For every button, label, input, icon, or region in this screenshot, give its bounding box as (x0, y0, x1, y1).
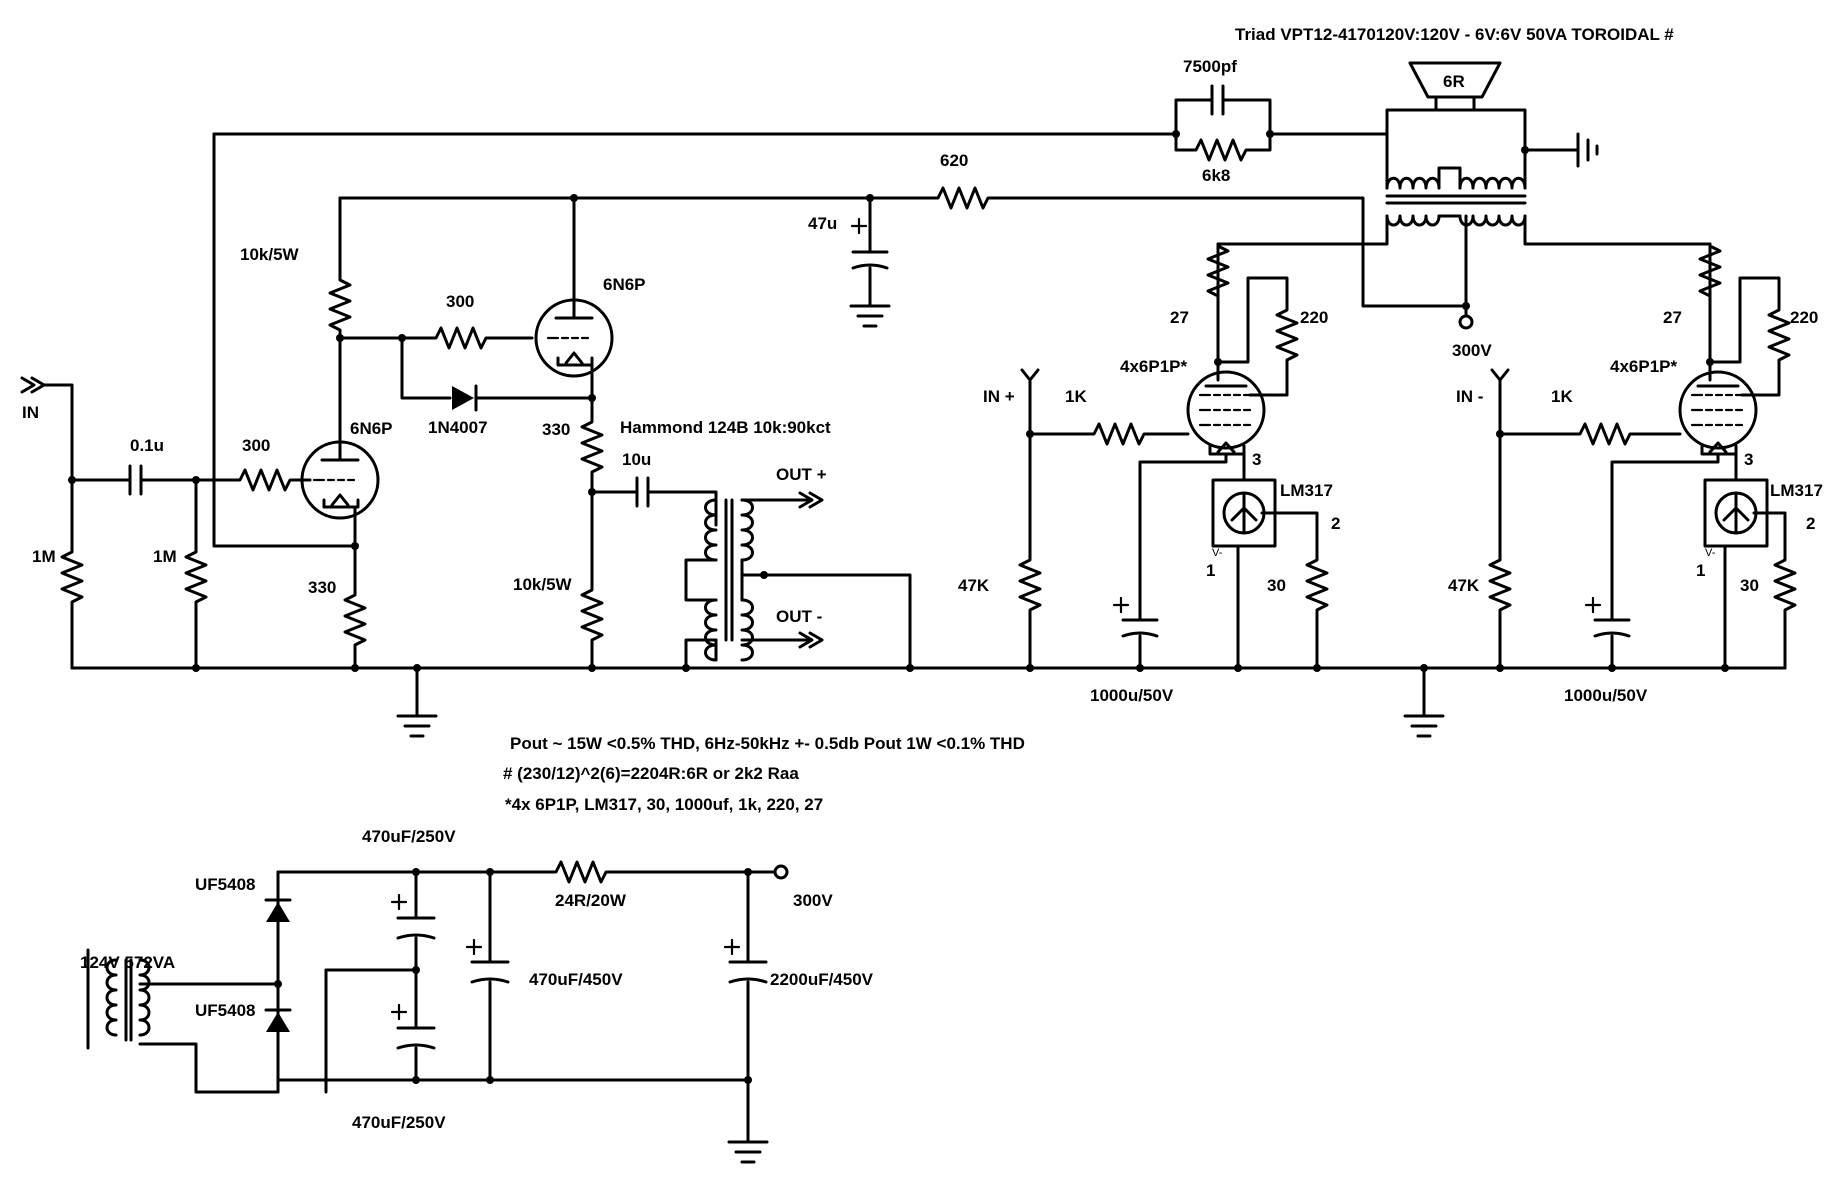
out-minus-label: OUT - (776, 607, 822, 626)
psu-c-top-label: 470uF/250V (362, 827, 456, 846)
c-coup-label: 10u (622, 450, 651, 469)
r-fb (1174, 132, 1272, 162)
r-1m-b-label: 1M (153, 547, 177, 566)
pin2-b-label: 2 (1806, 514, 1815, 533)
diode-label: 1N4007 (428, 418, 488, 437)
r-47k-a-label: 47K (958, 576, 990, 595)
r-fb-label: 6k8 (1202, 166, 1230, 185)
r-620-label: 620 (940, 151, 968, 170)
r-1k-a-label: 1K (1065, 387, 1087, 406)
psu-d-top-label: UF5408 (195, 875, 255, 894)
lm317-a-label: LM317 (1280, 481, 1333, 500)
input-stage (20, 376, 312, 670)
in-label: IN (22, 403, 39, 422)
hammond-label: Hammond 124B 10k:90kct (620, 418, 831, 437)
psu-c-2200-label: 2200uF/450V (770, 970, 874, 989)
vminus-b-label: V- (1705, 547, 1716, 559)
r-30-b-label: 30 (1740, 576, 1759, 595)
psu-xfmr-label: 124V 572VA (80, 953, 175, 972)
c-in-label: 0.1u (130, 436, 164, 455)
tube-b-label: 4x6P1P* (1610, 357, 1677, 376)
output-stage-a (1018, 242, 1329, 670)
cathode-feedback-wire (212, 132, 357, 548)
cap-b-label: 1000u/50V (1564, 686, 1648, 705)
r-cath2 (580, 396, 604, 494)
r-grid1-label: 300 (242, 436, 270, 455)
in-plus-label: IN + (983, 387, 1015, 406)
r-30-a-label: 30 (1267, 576, 1286, 595)
vminus-a-label: V- (1212, 547, 1223, 559)
speaker-label: 6R (1443, 72, 1465, 91)
in-minus-label: IN - (1456, 387, 1483, 406)
out-minus-arrow (798, 631, 824, 649)
note-line-2: # (230/12)^2(6)=2204R:6R or 2k2 Raa (503, 764, 799, 783)
out-plus-label: OUT + (776, 465, 827, 484)
r-grid2-label: 300 (446, 292, 474, 311)
output-stage-b (1488, 242, 1797, 670)
r-cath2-label: 330 (542, 420, 570, 439)
psu-r-drop-label: 24R/20W (555, 891, 627, 910)
r-27-a-label: 27 (1170, 308, 1189, 327)
r-grid2 (400, 326, 534, 350)
tube-a-label: 4x6P1P* (1120, 357, 1187, 376)
psu-c-bot-label: 470uF/250V (352, 1113, 446, 1132)
pin1-a-label: 1 (1206, 561, 1215, 580)
c-47u-label: 47u (808, 214, 837, 233)
psu-d-bot-label: UF5408 (195, 1001, 255, 1020)
r-load2 (580, 490, 604, 670)
r-47k-b-label: 47K (1448, 576, 1480, 595)
tube1-label: 6N6P (350, 419, 393, 438)
r-220-a-label: 220 (1300, 308, 1328, 327)
diode-1n4007 (452, 384, 478, 412)
note-line-1: Pout ~ 15W <0.5% THD, 6Hz-50kHz +- 0.5db… (510, 734, 1025, 753)
r-220-b-label: 220 (1790, 308, 1818, 327)
c-coup (635, 476, 650, 508)
hammond-transformer (684, 498, 912, 670)
power-supply (86, 860, 789, 1164)
pin3-b-label: 3 (1744, 450, 1753, 469)
chassis-ground-icon (1576, 132, 1599, 168)
tube2-label: 6N6P (603, 275, 646, 294)
cap-a-label: 1000u/50V (1090, 686, 1174, 705)
r-27-b-label: 27 (1663, 308, 1682, 327)
r-620 (868, 186, 1468, 308)
r-load1 (328, 196, 352, 402)
lm317-b-label: LM317 (1770, 481, 1823, 500)
ground-symbol-2 (1403, 666, 1445, 738)
c-fb-label: 7500pf (1183, 57, 1237, 76)
ground-symbol-1 (396, 666, 438, 738)
pin1-b-label: 1 (1696, 561, 1705, 580)
r-load2-label: 10k/5W (513, 575, 573, 594)
c-47u (850, 217, 889, 270)
psu-out-label: 300V (793, 891, 833, 910)
tube2-6n6p (534, 196, 614, 378)
title-text: Triad VPT12-4170120V:120V - 6V:6V 50VA T… (1235, 25, 1674, 44)
b300-label: 300V (1452, 341, 1492, 360)
pin3-a-label: 3 (1252, 450, 1261, 469)
r-cath1-label: 330 (308, 578, 336, 597)
r-1k-b-label: 1K (1551, 387, 1573, 406)
output-transformer (1385, 166, 1527, 227)
note-line-3: *4x 6P1P, LM317, 30, 1000uf, 1k, 220, 27 (505, 795, 823, 814)
r-1m-a-label: 1M (32, 547, 56, 566)
r-cath1 (343, 544, 367, 670)
psu-c-450-label: 470uF/450V (529, 970, 623, 989)
r-load1-label: 10k/5W (240, 245, 300, 264)
pin2-a-label: 2 (1331, 514, 1340, 533)
out-plus-arrow (798, 491, 824, 509)
c-fb (1210, 84, 1225, 116)
tube1-6n6p (300, 398, 380, 520)
